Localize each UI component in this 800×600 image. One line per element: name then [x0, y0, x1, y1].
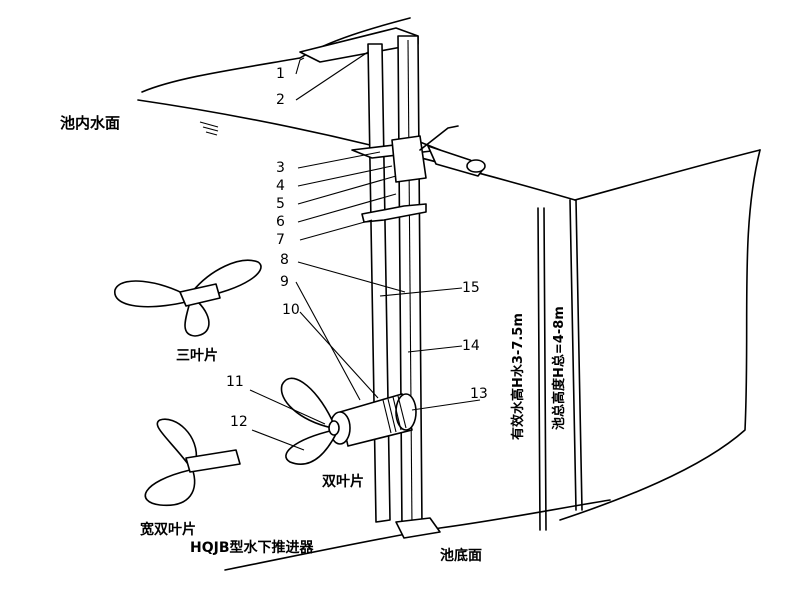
upper-bracket-block — [391, 135, 427, 183]
callout-13: 13 — [470, 386, 488, 402]
motor-end-cap — [395, 393, 417, 431]
three-blade-label: 三叶片 — [176, 347, 218, 364]
callout-15: 15 — [462, 280, 480, 296]
callout-11: 11 — [226, 374, 244, 390]
callout-2: 2 — [276, 92, 285, 108]
total-height-label: 池总高度H总=4-8m — [551, 306, 567, 430]
callout-4: 4 — [276, 178, 285, 194]
tank-top-left-edge — [141, 57, 301, 93]
callout-1: 1 — [276, 66, 285, 82]
callout-7: 7 — [276, 232, 285, 248]
callout-12: 12 — [230, 414, 248, 430]
water-level-symbol-icon — [199, 121, 219, 136]
callout-10: 10 — [282, 302, 300, 318]
effective-depth-label: 有效水高H水3-7.5m — [510, 313, 526, 440]
hoist-arm — [419, 125, 459, 151]
three-blade-propeller — [114, 259, 262, 337]
callout-14: 14 — [462, 338, 480, 354]
pool-bottom-label: 池底面 — [440, 547, 482, 564]
two-blade-label: 双叶片 — [322, 473, 364, 490]
column-inner-line — [407, 39, 413, 529]
callout-9: 9 — [280, 274, 289, 290]
two-blade-propeller — [280, 377, 340, 465]
callout-8: 8 — [280, 252, 289, 268]
product-title: HQJB型水下推进器 — [190, 539, 314, 556]
pool-bottom-line — [224, 499, 611, 571]
wide-two-blade-propeller — [144, 418, 241, 507]
tank-right-side — [559, 149, 761, 521]
callout-3: 3 — [276, 160, 285, 176]
callout-6: 6 — [276, 214, 285, 230]
thruster-unit — [329, 393, 417, 447]
callout-5: 5 — [276, 196, 285, 212]
total-height-line-b — [575, 199, 583, 511]
water-surface-label: 池内水面 — [60, 114, 120, 132]
three-blade-hub — [179, 283, 221, 307]
column-base — [395, 517, 441, 539]
effective-depth-line-a — [537, 207, 541, 531]
wide-two-blade-label: 宽双叶片 — [140, 521, 196, 538]
total-height-line-a — [569, 199, 577, 511]
wide-blade-hub — [185, 449, 241, 473]
hoist-drum — [466, 159, 486, 173]
tank-right-top — [574, 149, 761, 201]
effective-depth-line-b — [543, 207, 547, 531]
leader-lines — [249, 51, 481, 451]
